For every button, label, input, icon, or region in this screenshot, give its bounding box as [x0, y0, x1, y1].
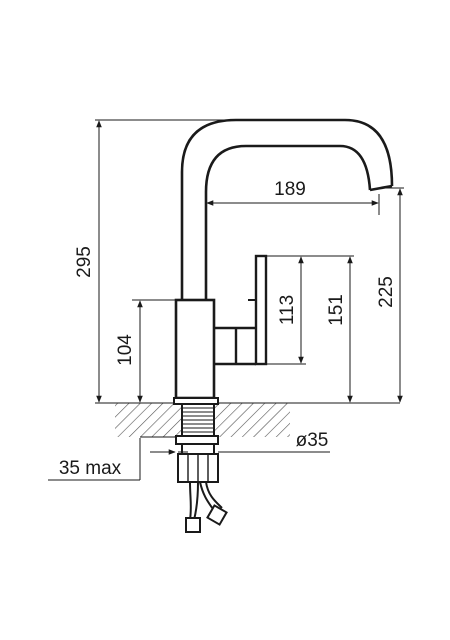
spout-inner: [204, 144, 372, 300]
hose-fitting-left: [185, 517, 201, 533]
faucet: [173, 118, 394, 405]
hose-left: [189, 481, 192, 521]
body-height-label: 104: [115, 334, 136, 366]
spout-height-label: 225: [376, 276, 397, 308]
lever-handle: [254, 254, 268, 366]
reach-label: 189: [274, 179, 306, 200]
faucet-body: [174, 298, 216, 400]
total-height-label: 295: [74, 246, 95, 278]
hose-fitting-right: [206, 504, 228, 526]
spout-outer: [180, 118, 394, 300]
lever-lower-label: 113: [277, 295, 298, 325]
countertop: [95, 402, 400, 437]
max-thickness-label: 35 max: [59, 458, 122, 479]
dimension-lines: [48, 119, 404, 481]
lever-upper-label: 151: [326, 294, 347, 326]
mount-diameter-label: ø35: [296, 430, 329, 451]
lever-joint: [214, 326, 256, 366]
mounting-shank: [175, 403, 228, 533]
